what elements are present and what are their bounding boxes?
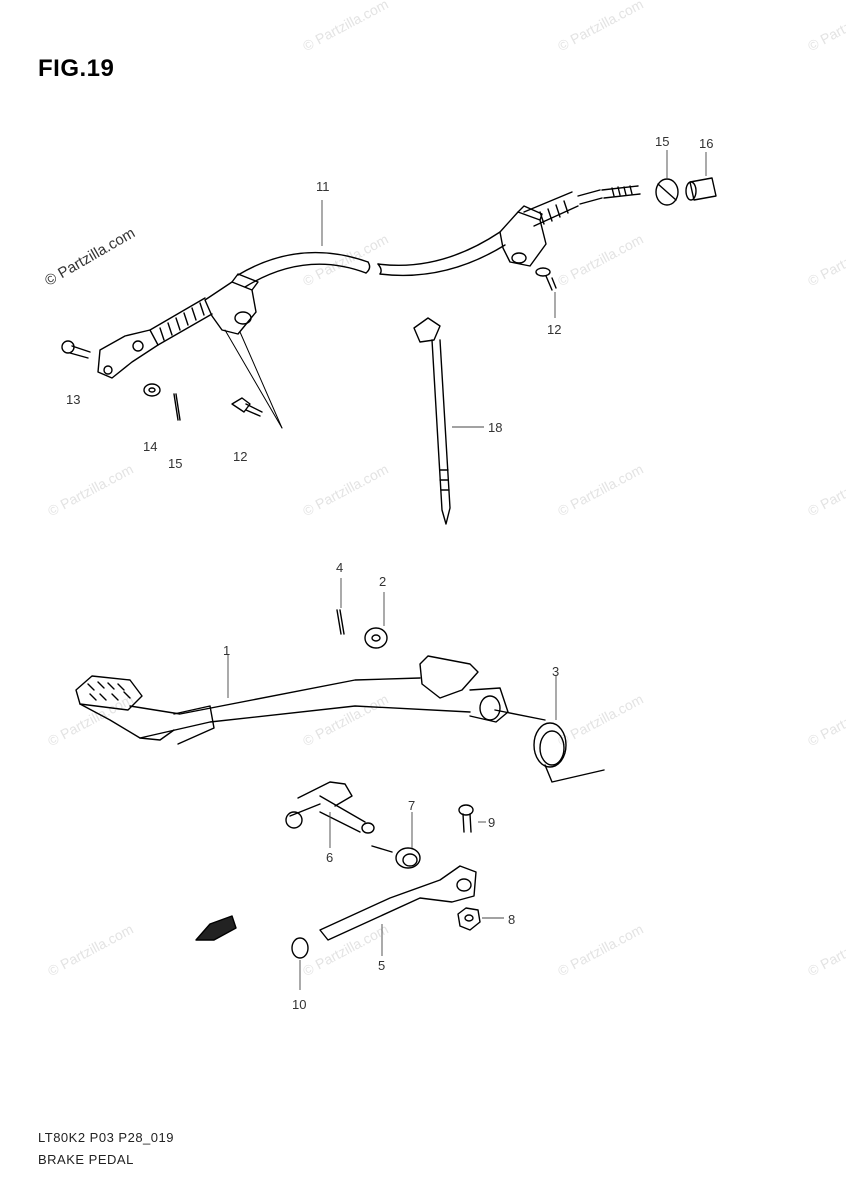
callout-11: 11 bbox=[316, 179, 330, 194]
brake-lever bbox=[319, 865, 477, 941]
callout-labels: 11 15 16 12 13 14 15 12 18 4 2 1 3 7 9 6… bbox=[66, 134, 713, 1012]
washer bbox=[364, 627, 388, 649]
callout-1: 1 bbox=[223, 643, 230, 658]
brake-pedal-arm bbox=[75, 655, 509, 745]
callout-15: 15 bbox=[168, 456, 182, 471]
washer bbox=[143, 383, 161, 397]
callout-9: 9 bbox=[488, 815, 495, 830]
callout-8: 8 bbox=[508, 912, 515, 927]
forward-arrow-icon bbox=[195, 915, 237, 941]
callout-7: 7 bbox=[408, 798, 415, 813]
callout-4: 4 bbox=[336, 560, 343, 575]
leader-lines bbox=[227, 150, 707, 990]
cable-tie bbox=[413, 317, 451, 525]
callout-2: 2 bbox=[379, 574, 386, 589]
joint-pin bbox=[685, 177, 717, 201]
drawing-caption: BRAKE PEDAL bbox=[38, 1152, 134, 1167]
figure-title: FIG.19 bbox=[38, 55, 115, 82]
brake-cable bbox=[97, 185, 641, 379]
callout-16: 15 bbox=[655, 134, 669, 149]
callout-5: 5 bbox=[378, 958, 385, 973]
callout-13: 13 bbox=[66, 392, 80, 407]
callout-17: 16 bbox=[699, 136, 713, 151]
callout-6: 6 bbox=[326, 850, 333, 865]
clevis-bolt bbox=[61, 340, 91, 359]
callout-18: 18 bbox=[488, 420, 502, 435]
callout-10: 10 bbox=[292, 997, 306, 1012]
cotter-pin bbox=[336, 609, 345, 635]
callout-12: 12 bbox=[547, 322, 561, 337]
bolt bbox=[458, 804, 474, 833]
spring bbox=[371, 845, 421, 869]
return-spring bbox=[494, 709, 605, 783]
cap bbox=[291, 937, 309, 959]
nut bbox=[457, 907, 481, 931]
drawing-code: LT80K2 P03 P28_019 bbox=[38, 1130, 174, 1145]
bolt bbox=[231, 397, 263, 417]
callout-3: 3 bbox=[552, 664, 559, 679]
bolt bbox=[535, 267, 557, 291]
callout-12b: 12 bbox=[233, 449, 247, 464]
adjuster-nut bbox=[655, 178, 679, 206]
cotter-pin bbox=[173, 393, 181, 421]
brake-rod bbox=[285, 781, 375, 834]
callout-14: 14 bbox=[143, 439, 157, 454]
